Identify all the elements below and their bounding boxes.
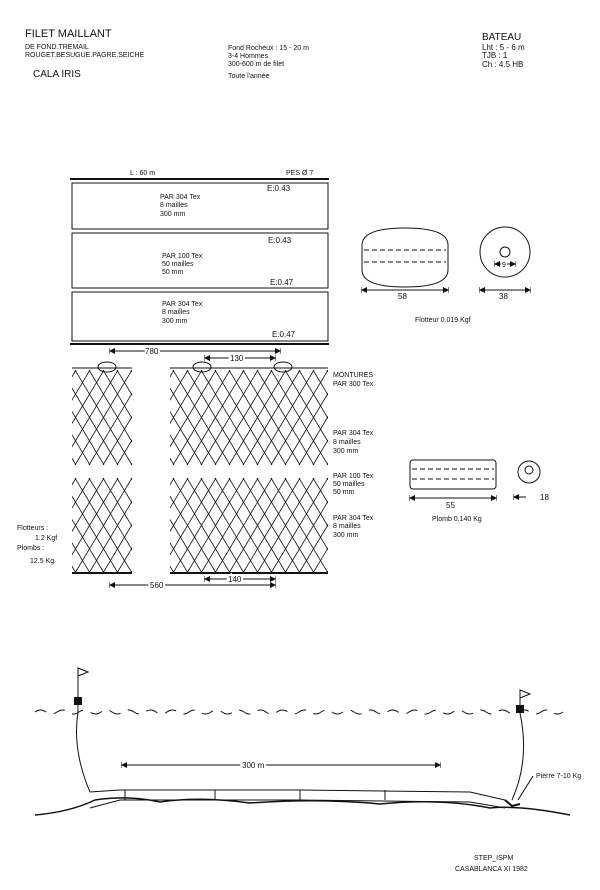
leads-label: Plombs :: [17, 545, 44, 552]
float-weight: Flotteur 0.019 Kgf: [415, 317, 471, 324]
floats-label: Flotteurs :: [17, 525, 48, 532]
panel-spec: PAR 304 Tex: [160, 194, 201, 201]
rigging-label: 300 mm: [333, 532, 358, 539]
dim-130: 130: [230, 354, 244, 363]
info-length: 300-600 m de filet: [228, 61, 284, 68]
dim-780: 780: [145, 347, 159, 356]
float-icon: [273, 361, 293, 373]
hanging-ratio: E:0.47: [272, 330, 296, 339]
panel-spec: 50 mailles: [162, 261, 194, 268]
boat-length: Lht : 5 - 6 m: [482, 43, 525, 52]
rigging-label: 50 mm: [333, 489, 355, 496]
flag-icon: [519, 689, 532, 699]
location: CALA IRIS: [33, 69, 81, 80]
net-mesh: [170, 478, 328, 573]
rigging-label: MONTURES: [333, 372, 373, 379]
hanging-ratio: E:0.43: [267, 184, 291, 193]
boat-title: BATEAU: [482, 32, 521, 43]
rigging-label: 8 mailles: [333, 439, 361, 446]
panel-spec: 300 mm: [162, 318, 187, 325]
subtitle-2: ROUGET.BESUGUE.PAGRE.SEICHE: [25, 52, 145, 59]
rigging-label: PAR 100 Tex: [333, 473, 374, 480]
float-diameter: 38: [499, 292, 508, 301]
panel-spec: PAR 304 Tex: [162, 301, 203, 308]
panel-spec: 8 mailles: [160, 202, 188, 209]
net-plan: L : 60 m PES Ø 7 E:0.43 PAR 304 Tex 8 ma…: [70, 170, 329, 345]
anchor-stone: [504, 799, 521, 808]
panel-outer-bottom: [71, 291, 329, 342]
net-rigging: 780 130 560 140 MONTURES PAR 300 Tex PAR…: [17, 345, 374, 592]
boat-power: Ch : 4.5 HB: [482, 60, 523, 69]
info-depth: Fond Rocheux : 15 - 20 m: [228, 45, 309, 52]
rigging-label: 8 mailles: [333, 523, 361, 530]
subtitle-1: DE FOND.TREMAIL: [25, 44, 89, 51]
floats-value: 1.2 Kgf: [35, 535, 57, 542]
buoy-icon: [74, 697, 82, 705]
rigging-label: 300 mm: [333, 448, 358, 455]
float-hole: 9: [502, 262, 506, 269]
panel-spec: 300 mm: [160, 211, 185, 218]
info-season: Toute l'année: [228, 73, 270, 80]
rigging-label: PAR 304 Tex: [333, 515, 374, 522]
panel-spec: 8 mailles: [162, 309, 190, 316]
float-shape: [361, 227, 449, 288]
lead-detail: 55 18 Plomb 0.140 Kg: [409, 459, 549, 523]
float-icon: [97, 361, 117, 373]
dim-140: 140: [228, 575, 242, 584]
panel-inner: [71, 232, 329, 289]
title-block: FILET MAILLANT DE FOND.TREMAIL ROUGET.BE…: [25, 28, 525, 80]
lead-diameter: 18: [540, 493, 549, 502]
buoy-icon: [516, 705, 524, 713]
footer-place-date: CASABLANCA XI 1982: [455, 866, 528, 873]
lead-shape: [409, 459, 497, 490]
flag-icon: [77, 667, 90, 677]
net-mesh: [72, 370, 132, 465]
title: FILET MAILLANT: [25, 28, 112, 40]
setting-scene: 300 m Pierre 7-10 Kg: [34, 667, 581, 816]
rigging-label: 50 mailles: [333, 481, 365, 488]
anchor-label: Pierre 7-10 Kg: [536, 773, 581, 780]
net-total-length: 300 m: [242, 761, 265, 770]
headrope: PES Ø 7: [286, 170, 313, 177]
float-detail: 58 9 38 Flotteur 0.019 Kgf: [361, 226, 530, 324]
net-mesh: [72, 478, 132, 573]
boat-tonnage: TJB : 1: [482, 51, 508, 60]
leads-value: 12.5 Kg: [30, 558, 54, 565]
panel-spec: 50 mm: [162, 269, 184, 276]
panel-spec: PAR 100 Tex: [162, 253, 203, 260]
lead-length: 55: [446, 501, 455, 510]
rigging-label: PAR 304 Tex: [333, 430, 374, 437]
net-mesh: [170, 370, 328, 465]
hanging-ratio: E:0.47: [270, 278, 294, 287]
seabed: [34, 797, 571, 816]
net-length: L : 60 m: [130, 170, 155, 177]
float-length: 58: [398, 292, 407, 301]
panel-outer-top: [71, 182, 329, 230]
info-crew: 3-4 Hommes: [228, 53, 269, 60]
dim-560: 560: [150, 581, 164, 590]
rigging-label: PAR 300 Tex: [333, 381, 374, 388]
hanging-ratio: E:0.43: [268, 236, 292, 245]
lead-weight: Plomb 0.140 Kg: [432, 516, 482, 523]
sea-surface: [34, 709, 564, 715]
footer-org: STEP_ISPM: [474, 855, 513, 862]
